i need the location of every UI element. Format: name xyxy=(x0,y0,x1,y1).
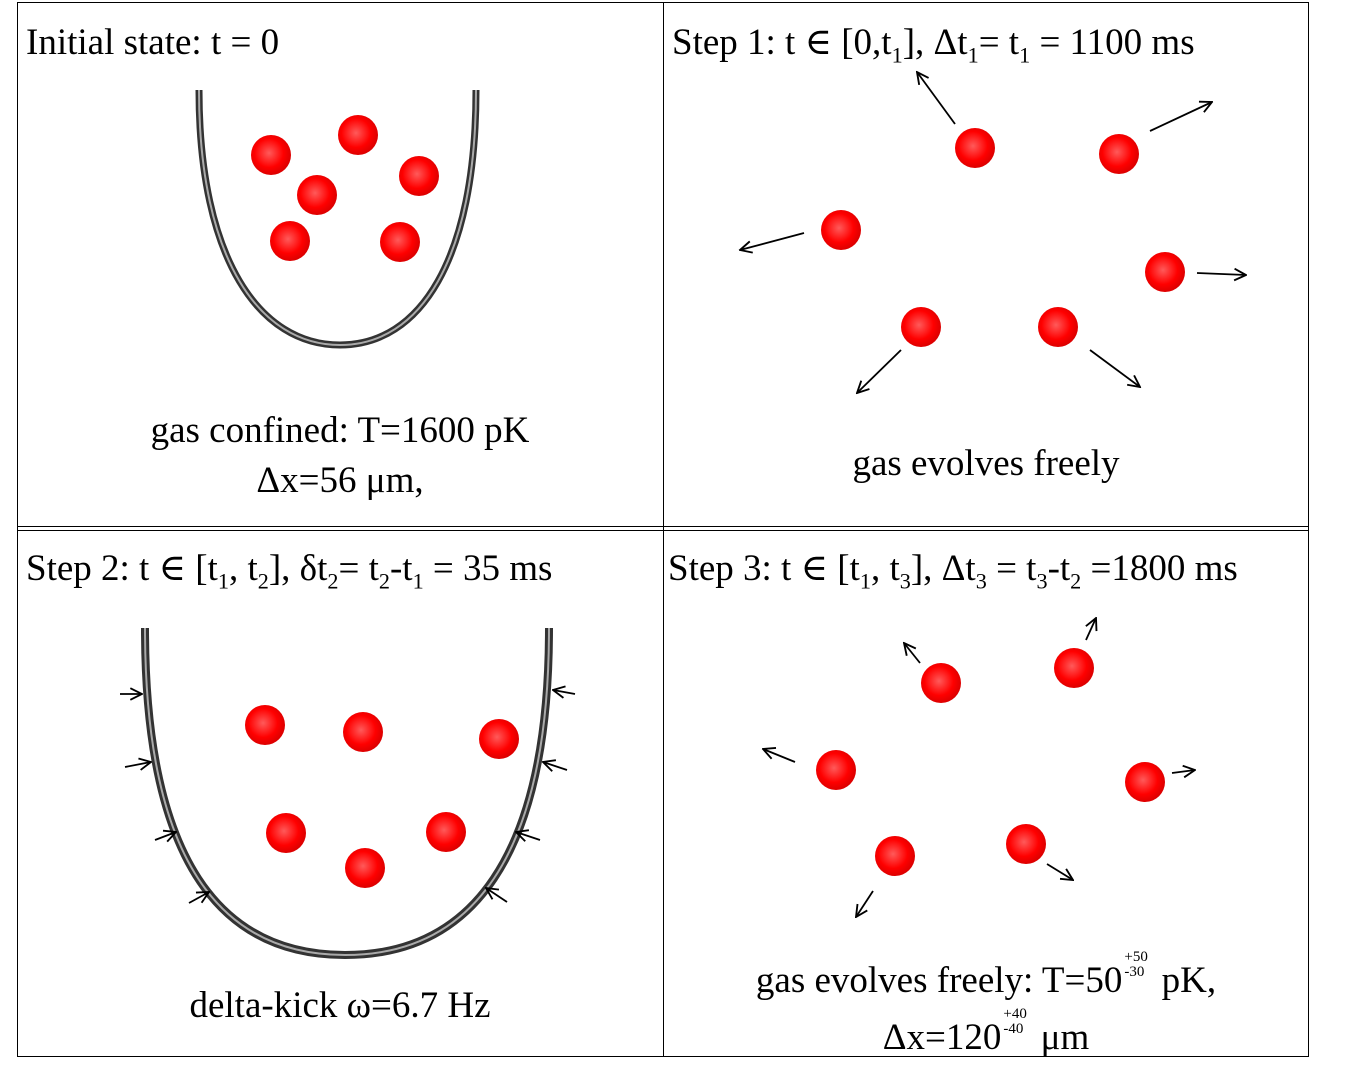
atom xyxy=(380,222,420,262)
atom xyxy=(1125,762,1165,802)
atom xyxy=(921,663,961,703)
atom xyxy=(426,812,466,852)
step3-title: Step 3: t ∈ [t1, t3], Δt3 = t3-t2 =1800 … xyxy=(668,548,1238,594)
velocity-arrow xyxy=(486,888,508,903)
velocity-arrow xyxy=(917,72,956,125)
velocity-arrow xyxy=(763,749,796,763)
atom xyxy=(1006,824,1046,864)
atom xyxy=(245,705,285,745)
velocity-arrow xyxy=(856,890,874,917)
atom xyxy=(1038,307,1078,347)
atom xyxy=(479,719,519,759)
velocity-arrow xyxy=(543,762,568,770)
velocity-arrow xyxy=(904,643,921,664)
velocity-arrow xyxy=(188,892,209,904)
velocity-arrow xyxy=(124,762,151,767)
atom xyxy=(338,115,378,155)
atom xyxy=(816,750,856,790)
velocity-arrow xyxy=(1149,102,1212,132)
atom xyxy=(875,836,915,876)
horizontal-divider-top xyxy=(17,526,1309,527)
step3-caption-line2: Δx=120+40-40 μm xyxy=(882,1005,1090,1058)
velocity-arrow xyxy=(1085,618,1096,641)
atom xyxy=(901,307,941,347)
atom xyxy=(821,210,861,250)
horizontal-divider-bottom xyxy=(17,530,1309,531)
atom xyxy=(399,156,439,196)
velocity-arrow xyxy=(154,832,176,840)
velocity-arrow xyxy=(1046,863,1073,880)
step1-caption: gas evolves freely xyxy=(852,443,1120,484)
atom xyxy=(955,128,995,168)
velocity-arrow xyxy=(1171,770,1195,773)
atom xyxy=(251,135,291,175)
velocity-arrow xyxy=(553,690,576,694)
initial-caption-line2: Δx=56 μm, xyxy=(256,460,424,501)
vertical-divider xyxy=(663,2,664,1057)
atom xyxy=(266,813,306,853)
step2-title: Step 2: t ∈ [t1, t2], δt2= t2-t1 = 35 ms xyxy=(26,548,553,594)
atom xyxy=(270,221,310,261)
atom xyxy=(1099,134,1139,174)
velocity-arrow xyxy=(516,832,541,840)
atom xyxy=(1145,252,1185,292)
velocity-arrow xyxy=(1089,349,1140,387)
step2-caption: delta-kick ω=6.7 Hz xyxy=(189,985,491,1026)
atom xyxy=(1054,648,1094,688)
velocity-arrow xyxy=(1196,273,1246,275)
trap-potential-initial xyxy=(195,89,480,349)
trap-potential-kick xyxy=(141,627,553,960)
step3-caption-line1: gas evolves freely: T=50+50-30 pK, xyxy=(755,948,1217,1001)
atom xyxy=(343,712,383,752)
step1-title: Step 1: t ∈ [0,t1], Δt1= t1 = 1100 ms xyxy=(672,22,1195,68)
initial-caption-line1: gas confined: T=1600 pK xyxy=(150,410,530,451)
initial-state-title: Initial state: t = 0 xyxy=(26,22,280,63)
atom xyxy=(297,175,337,215)
velocity-arrow xyxy=(857,349,902,393)
atom xyxy=(345,848,385,888)
velocity-arrow xyxy=(740,232,805,250)
